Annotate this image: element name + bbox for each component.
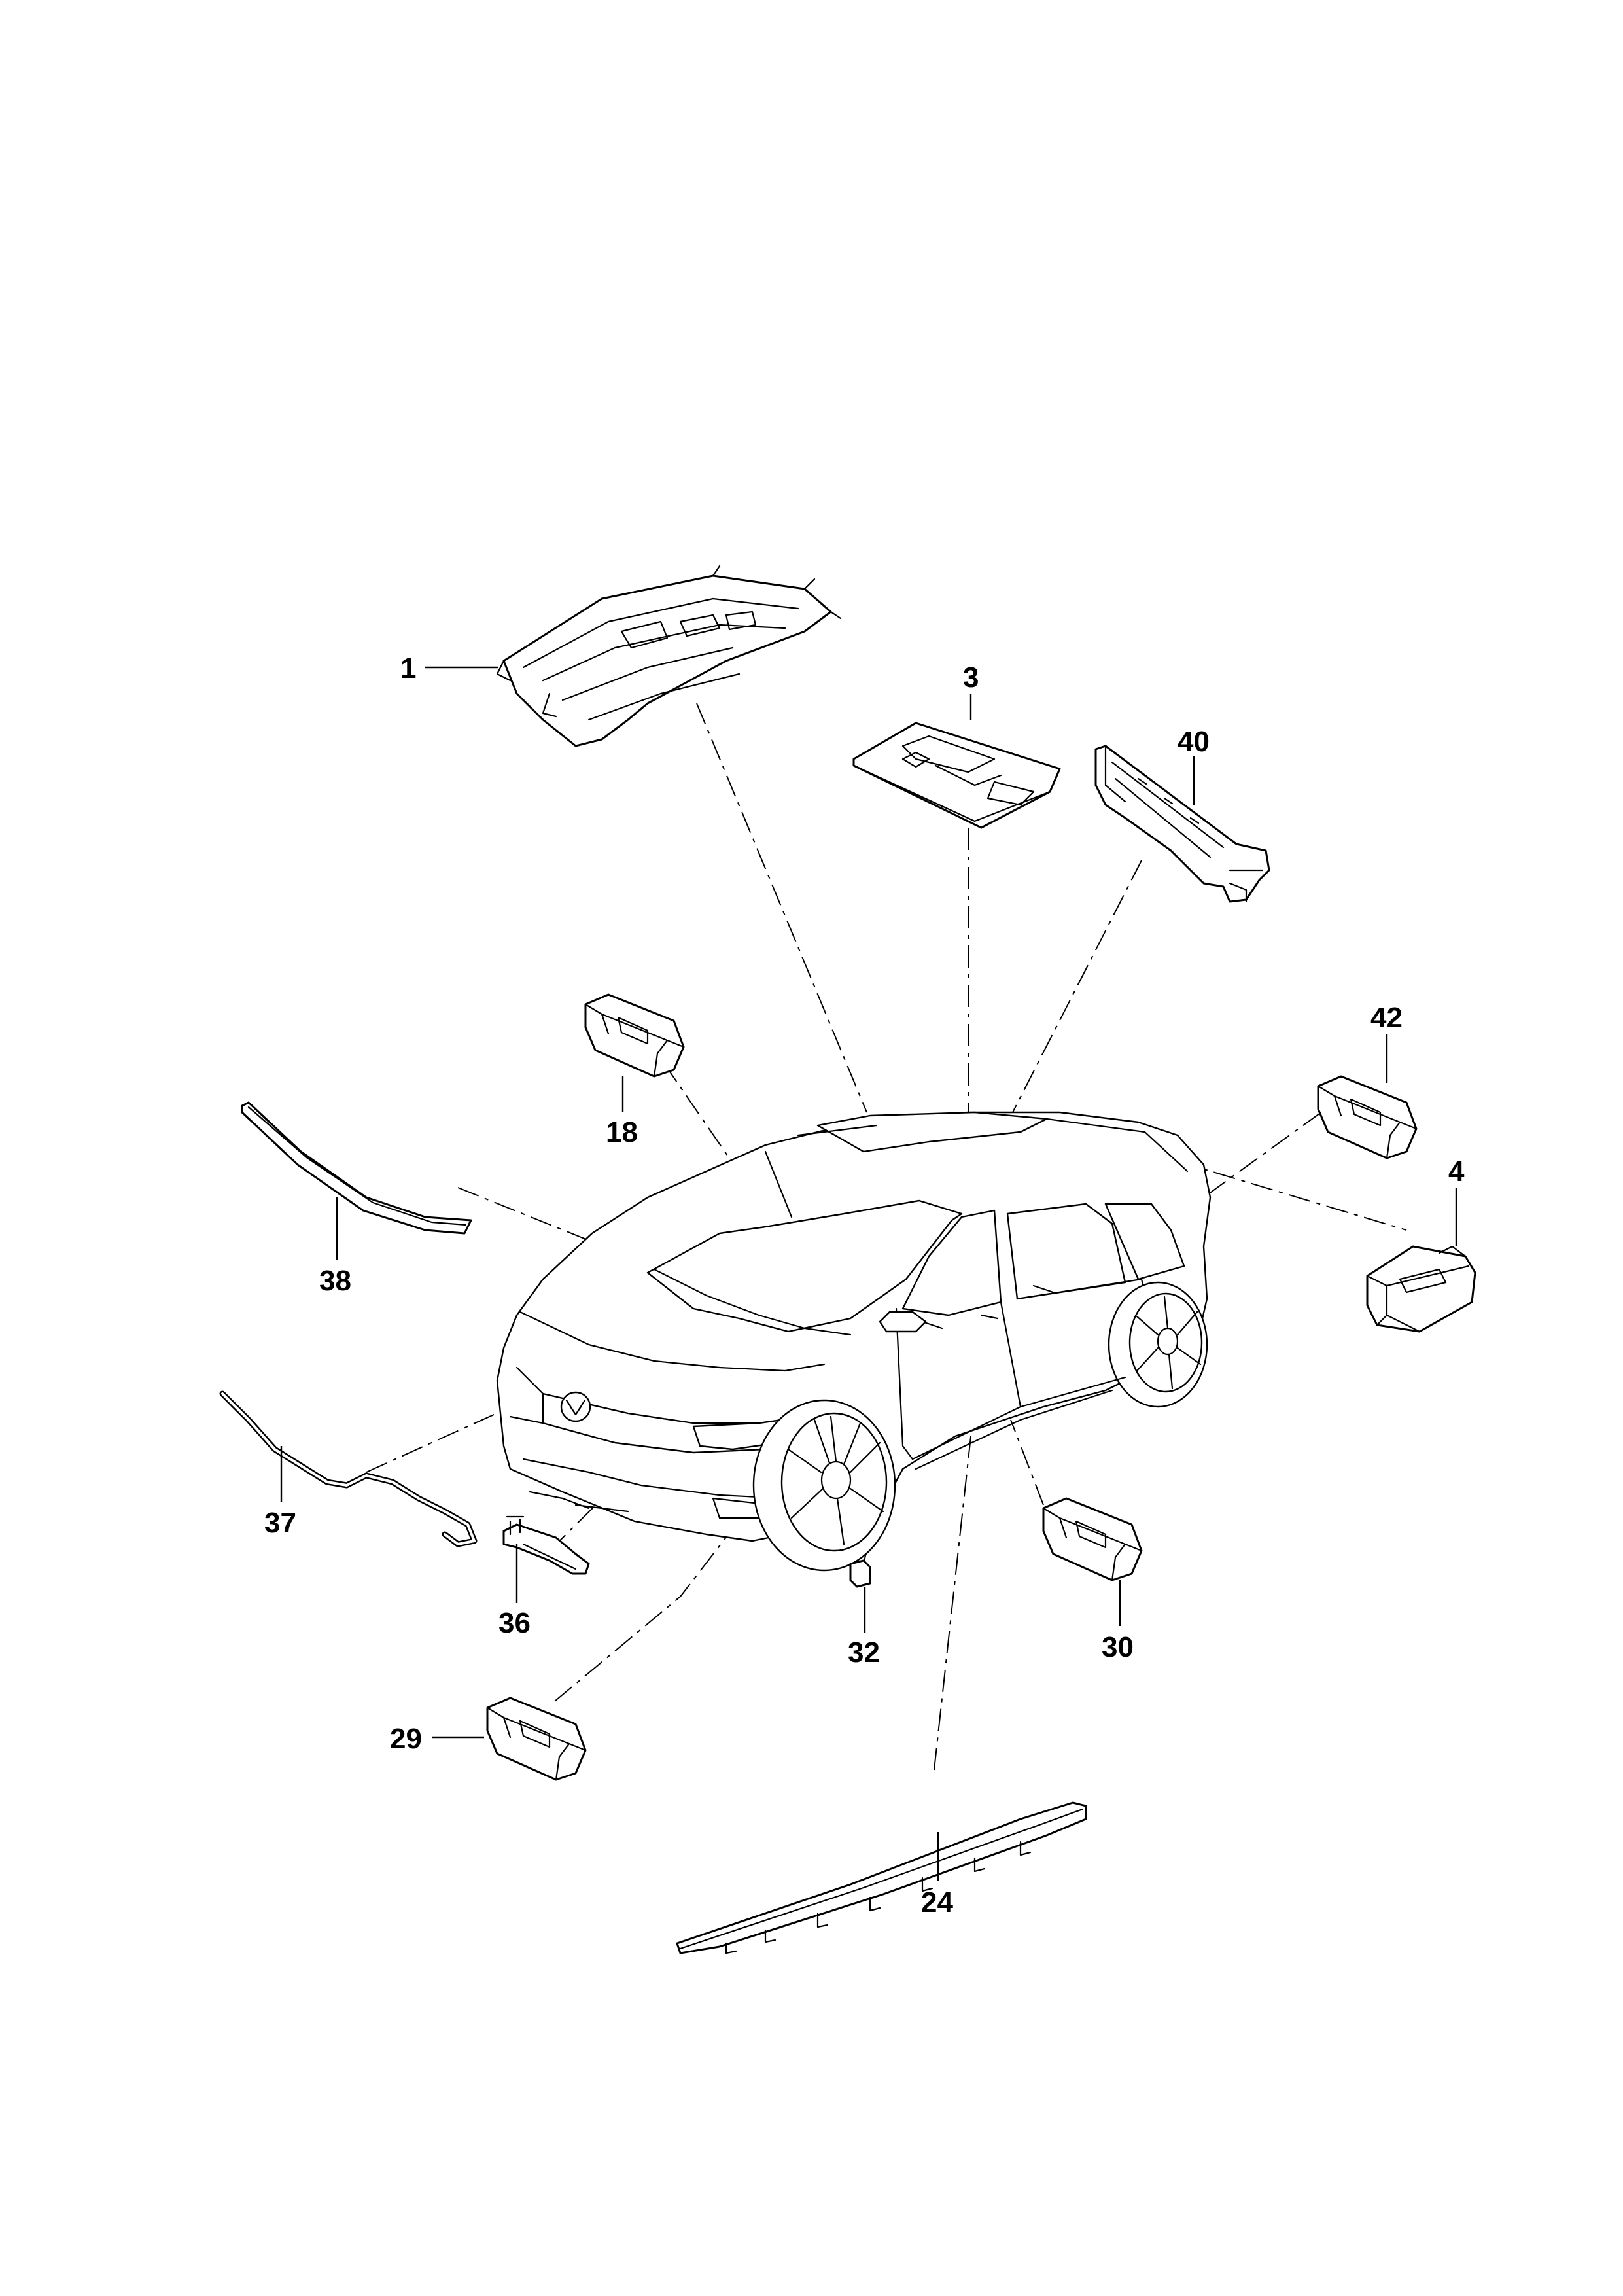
- car-side-mirror: [879, 1311, 927, 1333]
- vehicle-outline: [496, 1111, 1212, 1572]
- part-30-lamp: [1042, 1497, 1143, 1581]
- callout-38: 38: [319, 1265, 351, 1297]
- callout-3: 3: [963, 662, 979, 694]
- callout-24: 24: [921, 1886, 953, 1918]
- part-37-light-guide: [219, 1390, 478, 1547]
- part-36-cable: [502, 1515, 590, 1575]
- car-quarter-window: [1104, 1203, 1185, 1280]
- car-sunroof: [816, 1111, 1048, 1153]
- callout-40: 40: [1178, 726, 1210, 758]
- part-1-roof-console: [496, 565, 842, 747]
- callout-1: 1: [400, 652, 416, 684]
- part-3-interior-light: [852, 722, 1061, 829]
- callout-4: 4: [1448, 1156, 1465, 1188]
- car-side-window-front: [901, 1209, 1002, 1316]
- callout-leaders: [280, 666, 1457, 1881]
- car-rear-wheel: [1108, 1281, 1208, 1408]
- callout-30: 30: [1102, 1631, 1134, 1663]
- callout-29: 29: [390, 1723, 422, 1755]
- part-4-lamp: [1366, 1245, 1476, 1333]
- part-40-light-strip: [1094, 745, 1270, 903]
- part-18-lamp: [584, 993, 685, 1078]
- car-front-wheel: [752, 1399, 896, 1572]
- callout-37: 37: [264, 1507, 296, 1539]
- callout-36: 36: [498, 1607, 531, 1639]
- callout-labels: 1 3 40 18 42 4 38 37 36 32 30 29 24: [264, 652, 1465, 1918]
- callout-32: 32: [848, 1636, 880, 1669]
- part-32-clip: [849, 1559, 871, 1588]
- car-emblem: [560, 1391, 591, 1422]
- part-38-light-guide: [241, 1101, 472, 1235]
- car-side-window-rear: [1006, 1203, 1126, 1300]
- part-29-lamp: [486, 1697, 587, 1781]
- part-24-sill-strip: [676, 1801, 1087, 1954]
- callout-42: 42: [1370, 1002, 1403, 1034]
- callout-18: 18: [606, 1116, 638, 1148]
- part-42-lamp: [1317, 1075, 1418, 1159]
